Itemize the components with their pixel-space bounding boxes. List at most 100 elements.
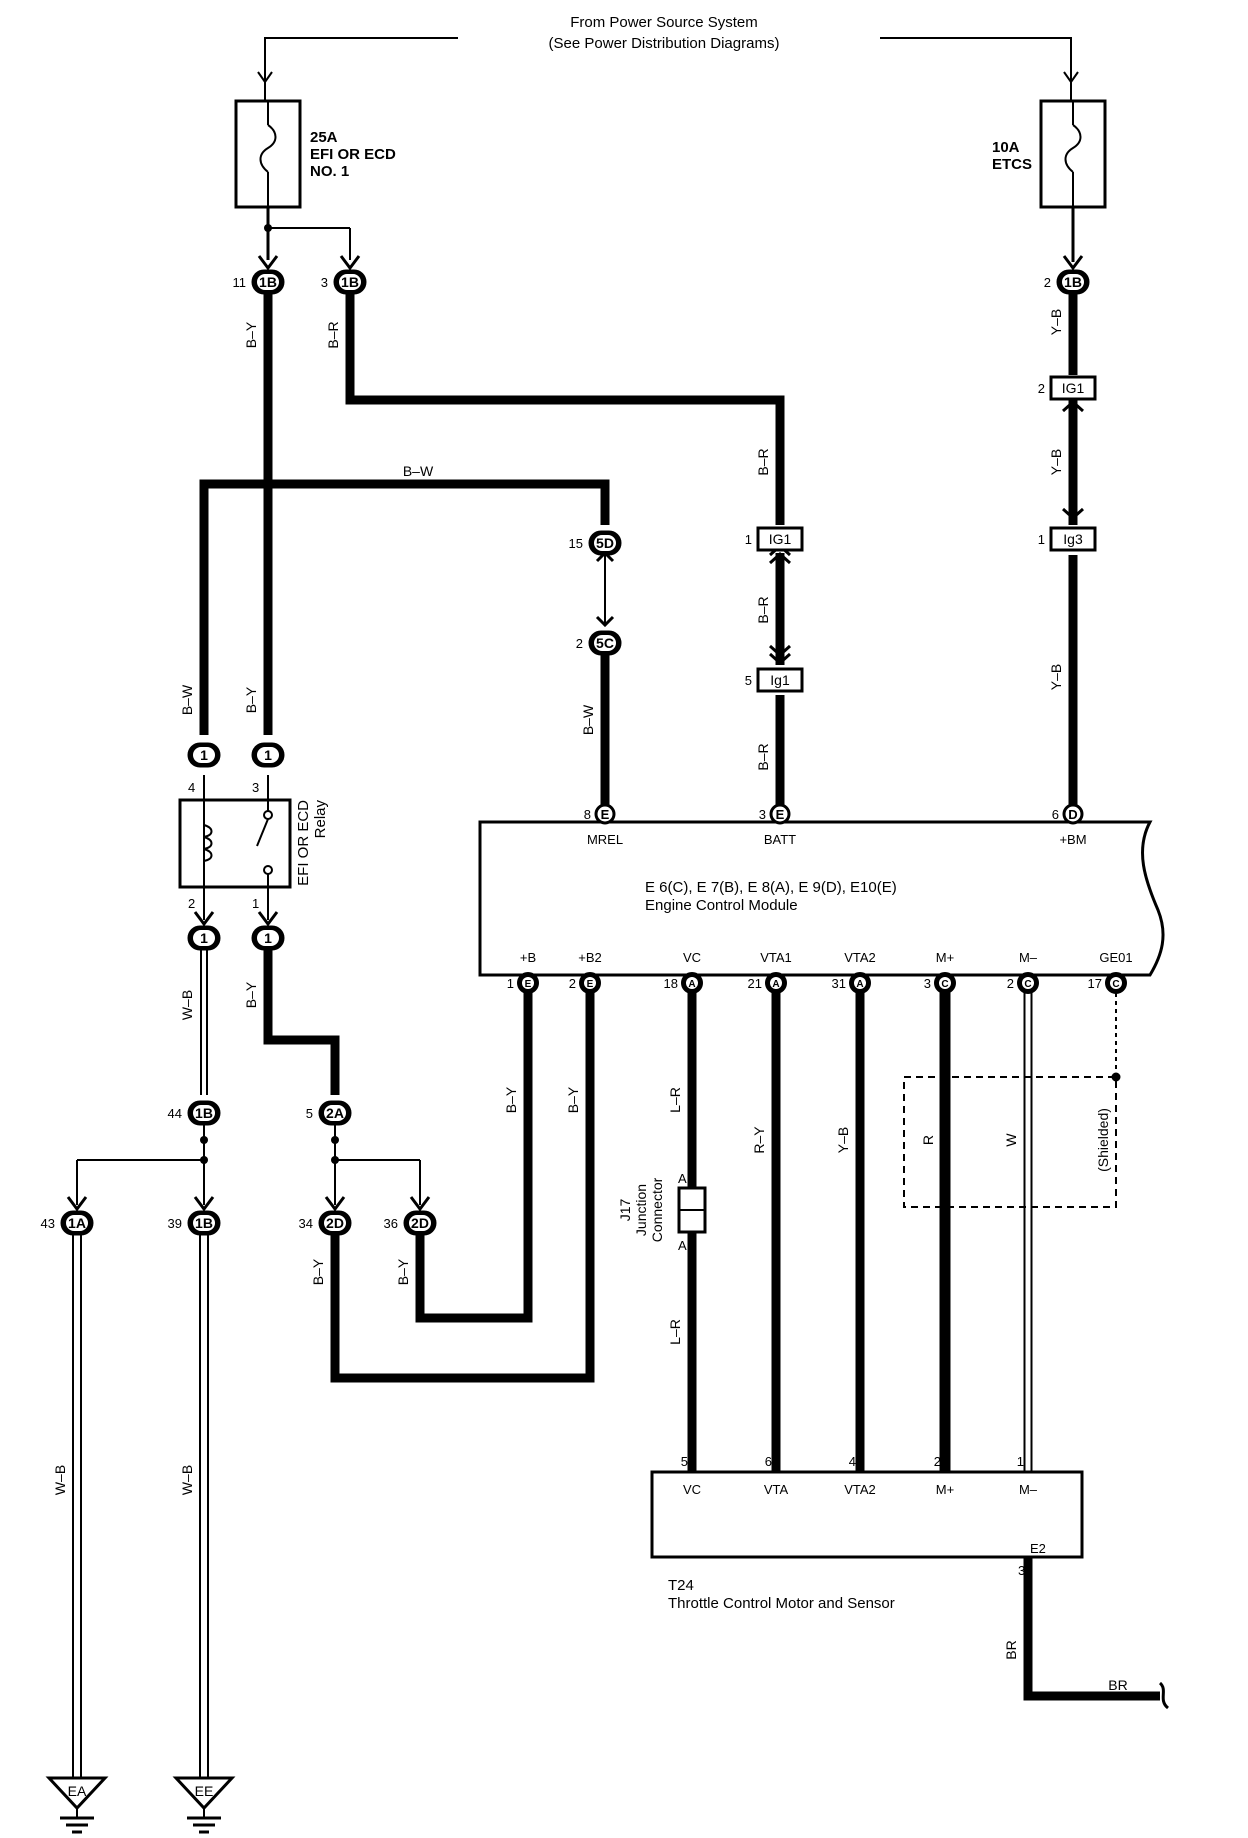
ecm-title2: Engine Control Module (645, 897, 798, 914)
connector-face (324, 1215, 346, 1231)
ground-ee (172, 1776, 236, 1834)
wire-color-labels: B–Y B–R B–W B–R B–R B–R B–W B–W B–Y Y–B … (52, 309, 1128, 1693)
connector-face (409, 1215, 431, 1231)
wc-lr-1: L–R (667, 1087, 683, 1113)
ecm-pin-name: VTA1 (760, 950, 792, 965)
ecm-pin-num: 2 (1007, 976, 1014, 991)
connector-arrow (193, 1196, 215, 1212)
wc-br-2: B–R (755, 448, 771, 475)
wc-yb-4: Y–B (835, 1127, 851, 1153)
ground-ea-label: EA (68, 1783, 87, 1799)
ecm-pin-circle (1062, 803, 1084, 825)
ecm-pin-circle (594, 803, 616, 825)
ecm-title1: E 6(C), E 7(B), E 8(A), E 9(D), E10(E) (645, 879, 897, 896)
fuse-efi-name2: NO. 1 (310, 163, 349, 180)
relay-pin4: 4 (188, 780, 195, 795)
connector-face (594, 535, 616, 551)
connector-pin: 34 (299, 1216, 313, 1231)
connector-pin: 1 (1038, 532, 1045, 547)
connector-face (257, 274, 279, 290)
sensor-pin-name: VC (683, 1482, 701, 1497)
relay-pin1: 1 (252, 896, 259, 911)
ecm-pin-name: M– (1019, 950, 1038, 965)
ecm-pin-conn: E (525, 979, 532, 990)
connector-arrow (339, 255, 361, 271)
sensor-pin: 2M+ (934, 1454, 954, 1497)
ecm-pin-circle (769, 803, 791, 825)
ecm-box (478, 820, 1165, 977)
connector-face (66, 1215, 88, 1231)
ecm-pin-face (584, 977, 596, 989)
connector-face (193, 1215, 215, 1231)
connector-pin: 44 (168, 1106, 182, 1121)
connector-c_3_1b: 1B3 (321, 255, 367, 295)
connector-id: 1 (264, 930, 272, 946)
fuse-etcs-name: ETCS (992, 156, 1032, 173)
relay-pin2: 2 (188, 896, 195, 911)
connector-pin: 2 (1044, 275, 1051, 290)
connector-id: Ig3 (1063, 531, 1083, 547)
wc-br-3: B–R (755, 596, 771, 623)
fuse-etcs-amp: 10A (992, 139, 1020, 156)
ecm-pin-num: 1 (507, 976, 514, 991)
connector-relay_bot_r: 1 (251, 911, 285, 951)
wire-br-main (345, 290, 785, 525)
wc-by-1: B–Y (243, 321, 259, 348)
connector-id: 1B (195, 1105, 213, 1121)
connector-body (1049, 526, 1097, 552)
wire-br-break (1158, 1681, 1170, 1710)
junction-name1: Junction (633, 1184, 649, 1236)
ecm-pin-face (854, 977, 866, 989)
ecm-pin-num: 31 (832, 976, 846, 991)
ecm-pin-num: 17 (1088, 976, 1102, 991)
fuse-etcs (1039, 99, 1107, 209)
sensor-pin-name: M– (1019, 1482, 1038, 1497)
ecm-pin-conn: A (772, 979, 779, 990)
sensor-e2-num: 3 (1018, 1563, 1025, 1578)
ecm-pin-num: 18 (664, 976, 678, 991)
ecm-pin-name: +B2 (578, 950, 602, 965)
wc-by-2: B–Y (243, 686, 259, 713)
connector-pin: 5 (306, 1106, 313, 1121)
ecm-pin-num: 3 (759, 807, 766, 822)
connector-id: 1B (1064, 274, 1082, 290)
connector-pin: 15 (569, 536, 583, 551)
wc-yb-2: Y–B (1048, 449, 1064, 475)
wc-yb-3: Y–B (1048, 664, 1064, 690)
connector-id: 5D (596, 535, 614, 551)
connector-id: 1 (264, 747, 272, 763)
wc-bw-mrel: B–W (580, 704, 596, 735)
connector-body (1049, 375, 1097, 401)
shielded-label: (Shielded) (1095, 1108, 1111, 1172)
sensor-pin-num: 1 (1017, 1454, 1024, 1469)
sensor-pin-name: VTA (764, 1482, 789, 1497)
connector-arrow (324, 1196, 346, 1212)
connector-face (257, 930, 279, 946)
connector-id: 5C (596, 635, 614, 651)
connector-arrow (66, 1196, 88, 1212)
sensor-id: T24 (668, 1577, 694, 1594)
connector-face (1062, 274, 1084, 290)
wc-ry: R–Y (751, 1126, 767, 1154)
connector-pin: 39 (168, 1216, 182, 1231)
ecm-top-pin: D6+BM (1052, 803, 1087, 847)
ecm-pin-name: VC (683, 950, 701, 965)
relay-efi (178, 775, 292, 889)
sensor-pin-num: 4 (849, 1454, 856, 1469)
connector-c_5_2a: 2A5 (306, 1100, 352, 1126)
connector-pin: 2 (576, 636, 583, 651)
sensor-pin: 5VC (681, 1454, 701, 1497)
wire-br-e2 (1023, 1557, 1160, 1701)
ecm-pin-conn: A (688, 979, 695, 990)
